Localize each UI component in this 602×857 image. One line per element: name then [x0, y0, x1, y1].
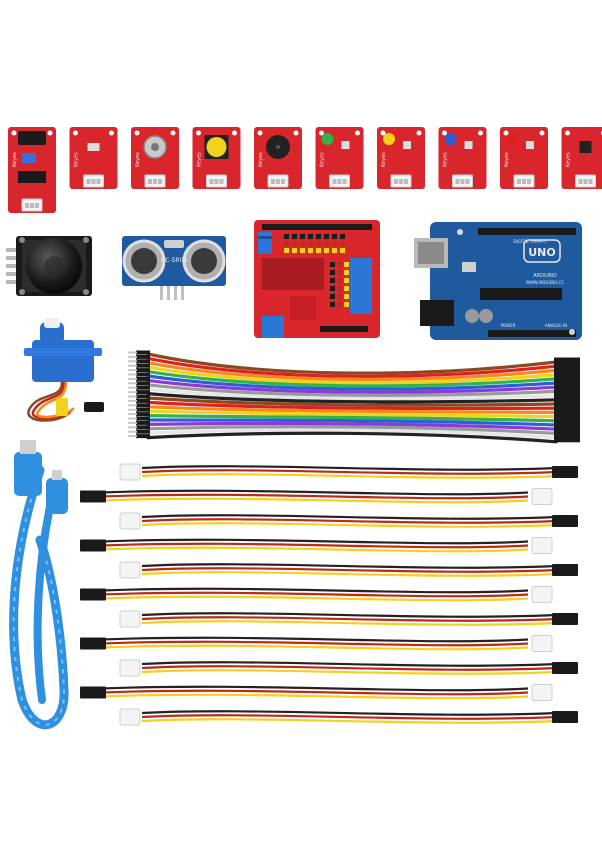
sensor-shield	[254, 220, 380, 338]
led-blue-module: Keyes	[438, 127, 487, 189]
svg-text:Keyes: Keyes	[381, 152, 387, 167]
ir-sensor-module: Keyes	[561, 127, 602, 189]
board-site-label: WWW.ARDUINO.CC	[526, 280, 564, 285]
board-digital-label: DIGITAL (PWM~)	[513, 239, 547, 244]
svg-text:Keyes: Keyes	[320, 152, 326, 167]
svg-text:Keyes: Keyes	[135, 152, 141, 167]
svg-text:Keyes: Keyes	[197, 152, 203, 167]
jumper-wire-bundle	[128, 350, 580, 444]
ultrasonic-label: HC-SR04	[161, 257, 188, 264]
sensor-cable-set	[80, 463, 578, 726]
svg-text:Keyes: Keyes	[12, 152, 18, 167]
blank-sensor-module: Keyes	[69, 127, 118, 189]
svg-text:Keyes: Keyes	[443, 152, 449, 167]
svg-text:Keyes: Keyes	[566, 152, 572, 167]
board-uno-label: UNO	[528, 246, 556, 259]
board-analog-label: ANALOG IN	[545, 323, 567, 328]
servo-motor	[24, 318, 104, 422]
sound-sensor-module: Keyes	[8, 127, 56, 213]
buzzer-module: Keyes	[254, 127, 302, 189]
svg-text:Keyes: Keyes	[504, 152, 510, 167]
usb-cable	[9, 440, 69, 730]
potentiometer-module: Keyes	[131, 127, 179, 189]
sensor-module-row: Keyes Keyes Keyes Keyes Keyes Keyes Keyes Keyes…	[8, 127, 602, 213]
led-yellow-module: Keyes	[377, 127, 425, 189]
ultrasonic-sensor: HC-SR04	[122, 236, 226, 300]
svg-text:Keyes: Keyes	[74, 152, 80, 167]
board-brand-label: ARDUINO	[533, 273, 557, 279]
led-red-module: Keyes	[500, 127, 548, 189]
arduino-uno-board: UNO DIGITAL (PWM~) POWER ANALOG IN ARDUI…	[414, 222, 582, 340]
joystick-module	[6, 236, 92, 296]
svg-text:Keyes: Keyes	[258, 152, 264, 167]
board-power-label: POWER	[501, 323, 516, 328]
led-green-module: Keyes	[315, 127, 364, 189]
button-yellow-module: Keyes	[192, 127, 241, 189]
